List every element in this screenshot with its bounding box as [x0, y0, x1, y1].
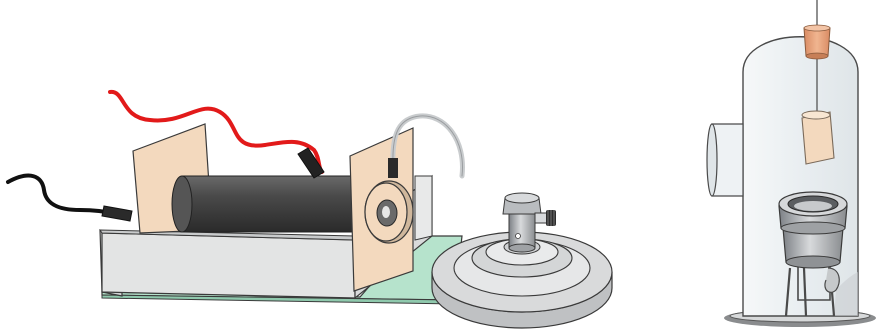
- disc-lens: [365, 181, 413, 243]
- black-cable: [8, 176, 132, 221]
- bell-jar: [724, 37, 876, 327]
- side-port: [707, 124, 743, 196]
- cylinder: [172, 176, 360, 232]
- top-clamp: [804, 25, 830, 59]
- hanging-sample: [802, 111, 834, 164]
